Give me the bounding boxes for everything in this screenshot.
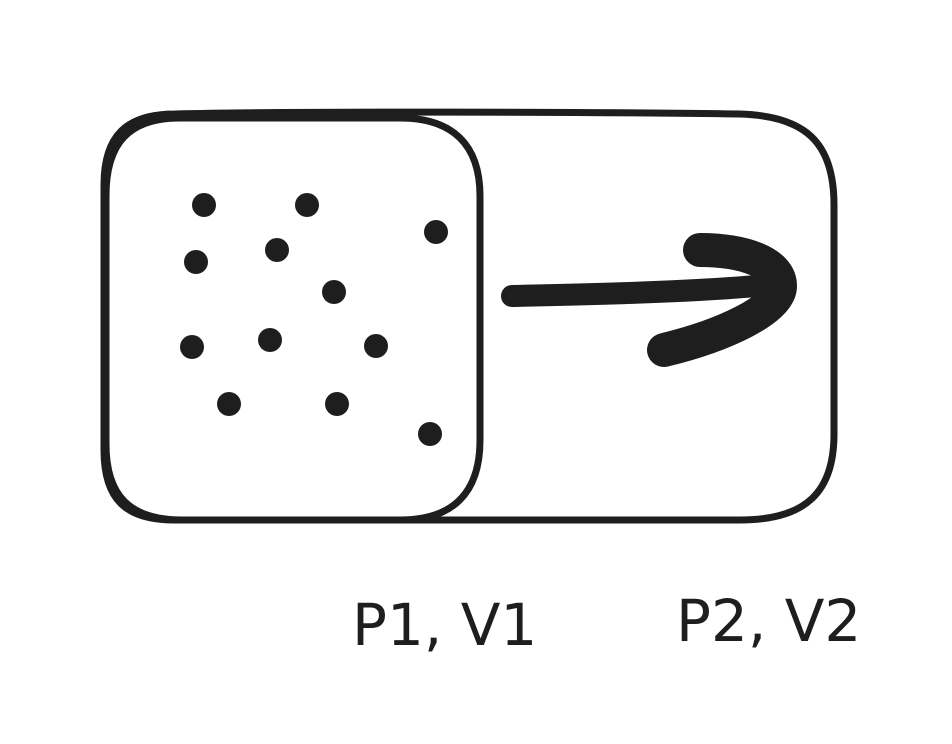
particle [192, 193, 216, 217]
particle [258, 328, 282, 352]
particle [180, 335, 204, 359]
particle [265, 238, 289, 262]
final-state-label: P2, V2 [676, 587, 862, 655]
expansion-arrow [501, 233, 797, 367]
gas-particles [180, 193, 448, 446]
particle [418, 422, 442, 446]
initial-state-label: P1, V1 [352, 591, 538, 659]
particle [325, 392, 349, 416]
inner-container [102, 114, 484, 524]
particle [217, 392, 241, 416]
particle [184, 250, 208, 274]
particle [322, 280, 346, 304]
particle [364, 334, 388, 358]
particle [424, 220, 448, 244]
particle [295, 193, 319, 217]
arrow-head [647, 233, 797, 367]
arrow-shaft [501, 273, 789, 307]
